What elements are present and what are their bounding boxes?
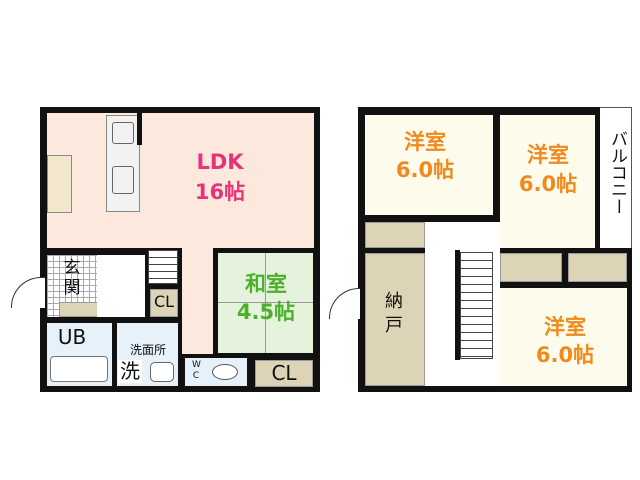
balcony-label: バルコニー (607, 130, 627, 215)
toilet-icon (212, 364, 238, 380)
senmenjo-label: 洗面所 (129, 343, 166, 357)
nando (365, 253, 425, 386)
kitchen-wall (137, 113, 142, 145)
sink-icon (112, 166, 134, 194)
ldk-room (47, 113, 314, 248)
washitsu-room (218, 253, 313, 353)
stairs (148, 250, 178, 284)
kitchen-counter (106, 115, 140, 212)
stair-wall (455, 250, 460, 360)
ldk-size: 16帖 (194, 180, 246, 204)
western-room-3 (500, 288, 627, 386)
washitsu-size: 4.5帖 (236, 300, 296, 324)
stove-icon (112, 122, 134, 144)
entrance-hall (97, 255, 145, 317)
ldk-name: LDK (196, 150, 244, 174)
closet-large-label: CL (271, 361, 297, 385)
bathtub (50, 356, 108, 382)
room3-name: 洋室 (544, 315, 586, 339)
genkan-label: 玄関 (63, 258, 81, 298)
room2-closet (500, 253, 562, 282)
wc-label: WC (192, 360, 201, 381)
room3-size: 6.0帖 (535, 343, 595, 367)
room1-name: 洋室 (404, 130, 446, 154)
nando-label: 納戸 (385, 291, 403, 336)
room2-name: 洋室 (527, 143, 569, 167)
closet-large (255, 360, 313, 387)
closet-small-label: CL (153, 292, 175, 311)
balcony-side-door[interactable] (329, 288, 360, 319)
room1-closet (365, 222, 425, 248)
ub-label: UB (57, 325, 87, 349)
room3-closet (568, 253, 627, 282)
shoe-storage (47, 155, 72, 213)
washbasin-icon (150, 362, 174, 382)
washitsu-name: 和室 (245, 272, 287, 296)
hallway (182, 246, 213, 354)
balcony (598, 107, 632, 252)
washer-label: 洗 (118, 359, 142, 383)
room1-size: 6.0帖 (395, 158, 455, 182)
stairs-2f (460, 252, 493, 359)
western-room-2 (500, 115, 595, 248)
entrance-door[interactable] (11, 277, 45, 308)
closet-small (150, 289, 178, 317)
western-room-1 (365, 115, 493, 215)
room2-size: 6.0帖 (518, 172, 578, 196)
